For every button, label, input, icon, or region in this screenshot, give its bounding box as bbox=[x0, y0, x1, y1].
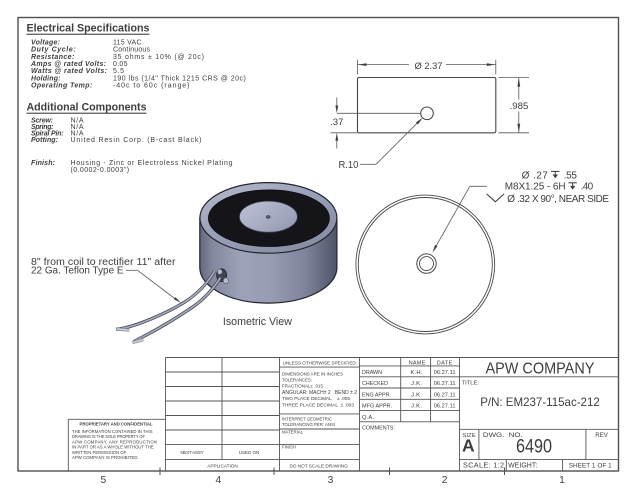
svg-text:Ø .32 X 90°, NEAR SIDE: Ø .32 X 90°, NEAR SIDE bbox=[507, 194, 609, 205]
svg-text:N/A: N/A bbox=[71, 131, 84, 138]
svg-text:APW COMPANY IS PROHIBITED.: APW COMPANY IS PROHIBITED. bbox=[72, 455, 139, 460]
svg-text:Isometric View: Isometric View bbox=[223, 316, 292, 328]
svg-text:APPLICATION: APPLICATION bbox=[207, 463, 238, 468]
svg-text:Operating Temp:: Operating Temp: bbox=[31, 83, 92, 90]
svg-text:J.K.: J.K. bbox=[411, 381, 422, 387]
svg-text:(0.0002-0.0003"): (0.0002-0.0003") bbox=[71, 167, 130, 174]
svg-text:06.27.11: 06.27.11 bbox=[434, 381, 456, 387]
svg-text:TOLERANCES:: TOLERANCES: bbox=[282, 377, 312, 382]
svg-text:06.27.11: 06.27.11 bbox=[434, 370, 456, 376]
svg-text:N/A: N/A bbox=[71, 118, 84, 125]
svg-text:FINISH: FINISH bbox=[282, 445, 296, 450]
svg-text:MATERIAL: MATERIAL bbox=[282, 430, 304, 435]
svg-text:FRACTIONAL± .015: FRACTIONAL± .015 bbox=[282, 383, 323, 388]
svg-text:Duty Cycle:: Duty Cycle: bbox=[31, 47, 76, 54]
svg-text:A: A bbox=[462, 436, 475, 456]
svg-text:DATE: DATE bbox=[437, 360, 453, 366]
svg-text:Holding:: Holding: bbox=[31, 75, 61, 82]
svg-text:5: 5 bbox=[100, 475, 106, 486]
svg-text:1: 1 bbox=[559, 475, 565, 486]
svg-text:MFG APPR.: MFG APPR. bbox=[362, 404, 392, 410]
svg-text:0.05: 0.05 bbox=[113, 61, 128, 68]
svg-text:USED ON: USED ON bbox=[239, 450, 260, 455]
svg-text:2: 2 bbox=[442, 475, 448, 486]
svg-text:TITLE:: TITLE: bbox=[462, 381, 480, 387]
svg-text:NEXT ASSY: NEXT ASSY bbox=[180, 450, 203, 455]
svg-text:SIZE: SIZE bbox=[462, 433, 475, 439]
svg-text:P/N: EM237-115ac-212: P/N: EM237-115ac-212 bbox=[480, 395, 600, 409]
svg-text:8" from coil to rectifier 11": 8" from coil to rectifier 11" after bbox=[31, 257, 176, 268]
svg-text:3: 3 bbox=[328, 475, 334, 486]
svg-text:TOLERANCING PER: ANSI: TOLERANCING PER: ANSI bbox=[282, 422, 335, 427]
svg-text:SCALE: 1:2: SCALE: 1:2 bbox=[463, 460, 504, 469]
svg-text:115 VAC: 115 VAC bbox=[113, 40, 142, 47]
svg-text:J.K.: J.K. bbox=[411, 404, 422, 410]
svg-text:.37: .37 bbox=[330, 117, 343, 128]
svg-text:R.10: R.10 bbox=[339, 160, 359, 171]
svg-text:.985: .985 bbox=[510, 101, 529, 112]
svg-text:6490: 6490 bbox=[516, 437, 552, 458]
svg-text:United Resin Corp. (B-cast Bla: United Resin Corp. (B-cast Black) bbox=[71, 137, 202, 144]
svg-text:INTERPRET GEOMETRIC: INTERPRET GEOMETRIC bbox=[282, 417, 332, 422]
svg-text:DIMENSIONS ARE IN INCHES: DIMENSIONS ARE IN INCHES bbox=[282, 371, 343, 376]
svg-text:NAME: NAME bbox=[409, 360, 426, 366]
svg-text:DWG. NO.: DWG. NO. bbox=[483, 432, 523, 439]
svg-text:Spring:: Spring: bbox=[31, 124, 54, 131]
svg-text:06.27.11: 06.27.11 bbox=[434, 404, 456, 410]
svg-text:35 ohms ± 10% (@ 20c): 35 ohms ± 10% (@ 20c) bbox=[113, 54, 204, 61]
svg-text:Voltage:: Voltage: bbox=[31, 40, 60, 47]
svg-text:M8X1.25 - 6H: M8X1.25 - 6H bbox=[505, 182, 566, 193]
svg-text:REV: REV bbox=[595, 432, 608, 439]
svg-text:N/A: N/A bbox=[71, 124, 84, 131]
svg-text:06.27.11: 06.27.11 bbox=[434, 392, 456, 398]
svg-text:Ø 2.37: Ø 2.37 bbox=[415, 61, 443, 72]
svg-text:THE INFORMATION CONTAINED IN T: THE INFORMATION CONTAINED IN THIS bbox=[72, 429, 153, 434]
svg-text:Spiral Pin:: Spiral Pin: bbox=[31, 131, 64, 138]
svg-text:Housing - Zinc or Electroless: Housing - Zinc or Electroless Nickel Pla… bbox=[71, 160, 233, 167]
svg-text:Electrical Specifications: Electrical Specifications bbox=[27, 23, 150, 35]
svg-text:PROPRIETARY AND CONFIDENTIAL: PROPRIETARY AND CONFIDENTIAL bbox=[80, 422, 153, 427]
svg-text:DRAWN: DRAWN bbox=[362, 370, 382, 376]
svg-text:190 lbs (1/4" Thick 1215 CRS @: 190 lbs (1/4" Thick 1215 CRS @ 20c) bbox=[113, 75, 246, 82]
svg-text:WRITTEN PERMISSION OF: WRITTEN PERMISSION OF bbox=[72, 450, 127, 455]
svg-text:Potting:: Potting: bbox=[31, 137, 58, 144]
svg-text:SHEET 1 OF 1: SHEET 1 OF 1 bbox=[569, 462, 612, 469]
svg-text:UNLESS OTHERWISE SPECIFIED:: UNLESS OTHERWISE SPECIFIED: bbox=[283, 361, 357, 366]
svg-text:CHECKED: CHECKED bbox=[362, 381, 388, 387]
svg-text:COMMENTS:: COMMENTS: bbox=[362, 425, 395, 431]
svg-text:Amps @ rated Volts:: Amps @ rated Volts: bbox=[30, 61, 106, 68]
svg-text:Ø .27: Ø .27 bbox=[522, 170, 549, 181]
svg-text:THREE PLACE DECIMAL ± .003: THREE PLACE DECIMAL ± .003 bbox=[282, 403, 354, 409]
svg-text:ANGULAR: MACH± 2 BEND ± 2: ANGULAR: MACH± 2 BEND ± 2 bbox=[282, 390, 357, 396]
svg-text:APW COMPANY. ANY REPRODUCTIO: APW COMPANY. ANY REPRODUCTION bbox=[72, 440, 157, 445]
svg-text:J.K.: J.K. bbox=[411, 392, 422, 398]
svg-text:-40c to 60c (range): -40c to 60c (range) bbox=[113, 83, 190, 90]
svg-text:DO NOT SCALE DRAWING: DO NOT SCALE DRAWING bbox=[289, 463, 348, 468]
svg-text:.55: .55 bbox=[564, 170, 578, 181]
svg-text:DRAWING IS THE SOLE PROPERTY O: DRAWING IS THE SOLE PROPERTY OF bbox=[72, 434, 145, 439]
svg-text:APW COMPANY: APW COMPANY bbox=[486, 360, 595, 377]
svg-text:Additional Components: Additional Components bbox=[27, 102, 147, 114]
svg-text:Watts @ rated Volts:: Watts @ rated Volts: bbox=[31, 68, 107, 75]
svg-text:5.5: 5.5 bbox=[113, 68, 124, 75]
svg-text:Finish:: Finish: bbox=[31, 160, 55, 167]
svg-text:K.H.: K.H. bbox=[411, 370, 423, 376]
svg-text:IN PART OR AS A WHOLE WITHOUT: IN PART OR AS A WHOLE WITHOUT THE bbox=[72, 445, 154, 450]
svg-text:WEIGHT:: WEIGHT: bbox=[508, 462, 537, 469]
svg-text:Continuous: Continuous bbox=[113, 47, 151, 54]
svg-text:Screw:: Screw: bbox=[31, 118, 53, 125]
svg-text:4: 4 bbox=[215, 475, 221, 486]
svg-text:Resistance:: Resistance: bbox=[31, 54, 74, 61]
svg-text:ENG APPR.: ENG APPR. bbox=[362, 392, 391, 398]
svg-text:.40: .40 bbox=[581, 182, 594, 193]
svg-text:22 Ga. Teflon Type E: 22 Ga. Teflon Type E bbox=[31, 266, 124, 277]
svg-text:Q.A.: Q.A. bbox=[362, 415, 374, 421]
svg-text:TWO PLACE DECIMAL ± .005: TWO PLACE DECIMAL ± .005 bbox=[282, 396, 350, 401]
